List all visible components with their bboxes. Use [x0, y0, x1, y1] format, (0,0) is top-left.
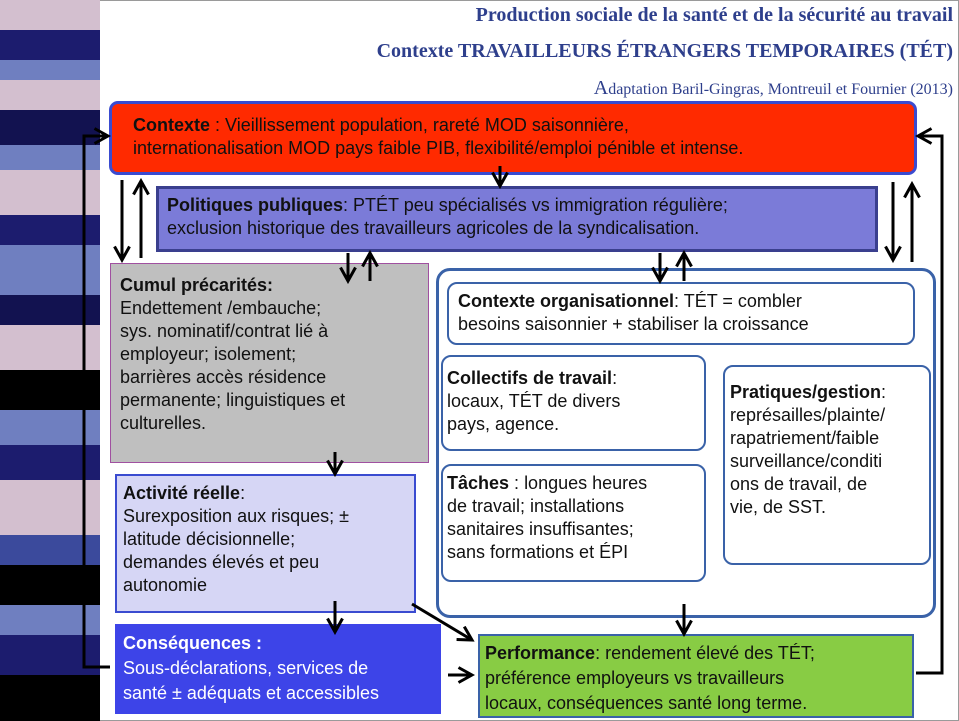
- box-taches: Tâches : longues heures de travail; inst…: [441, 464, 706, 582]
- stripe-band: [0, 80, 100, 110]
- stripe-band: [0, 675, 100, 721]
- box-label: Conséquences :: [123, 633, 263, 653]
- box-pratiques-gestion: Pratiques/gestion: représailles/plainte/…: [723, 365, 931, 565]
- page-title-line2: Contexte TRAVAILLEURS ÉTRANGERS TEMPORAI…: [376, 40, 953, 62]
- box-label: Tâches: [447, 473, 510, 493]
- box-label: Collectifs de travail: [447, 368, 613, 388]
- box-label: Contexte organisationnel: [458, 291, 675, 311]
- box-label: Performance: [485, 643, 596, 663]
- box-label: Contexte: [133, 115, 211, 135]
- box-label: Pratiques/gestion: [730, 382, 882, 402]
- box-label: Cumul précarités:: [120, 275, 274, 295]
- source-citation: Adaptation Baril-Gingras, Montreuil et F…: [593, 77, 953, 99]
- box-label: Activité réelle: [123, 483, 241, 503]
- box-cumul-precarites: Cumul précarités: Endettement /embauche;…: [110, 263, 429, 463]
- box-performance: Performance: rendement élevé des TÉT; pr…: [478, 634, 914, 718]
- page-title-line1: Production sociale de la santé et de la …: [475, 4, 953, 26]
- box-label: Politiques publiques: [167, 195, 344, 215]
- arrow-performance-to-contexte: [916, 136, 944, 675]
- stripe-band: [0, 30, 100, 60]
- box-contexte-organisationnel: Contexte organisationnel: TÉT = combler …: [447, 282, 915, 345]
- box-collectifs-de-travail: Collectifs de travail: locaux, TÉT de di…: [441, 355, 706, 451]
- arrow-consequences-to-contexte: [82, 136, 110, 669]
- box-consequences: Conséquences : Sous-déclarations, servic…: [115, 624, 441, 714]
- stripe-band: [0, 60, 100, 80]
- stripe-band: [0, 0, 100, 30]
- box-activite-reelle: Activité réelle: Surexposition aux risqu…: [115, 474, 416, 613]
- arrow-activite-to-performance: [411, 602, 472, 640]
- box-politiques-publiques: Politiques publiques: PTÉT peu spécialis…: [156, 186, 878, 252]
